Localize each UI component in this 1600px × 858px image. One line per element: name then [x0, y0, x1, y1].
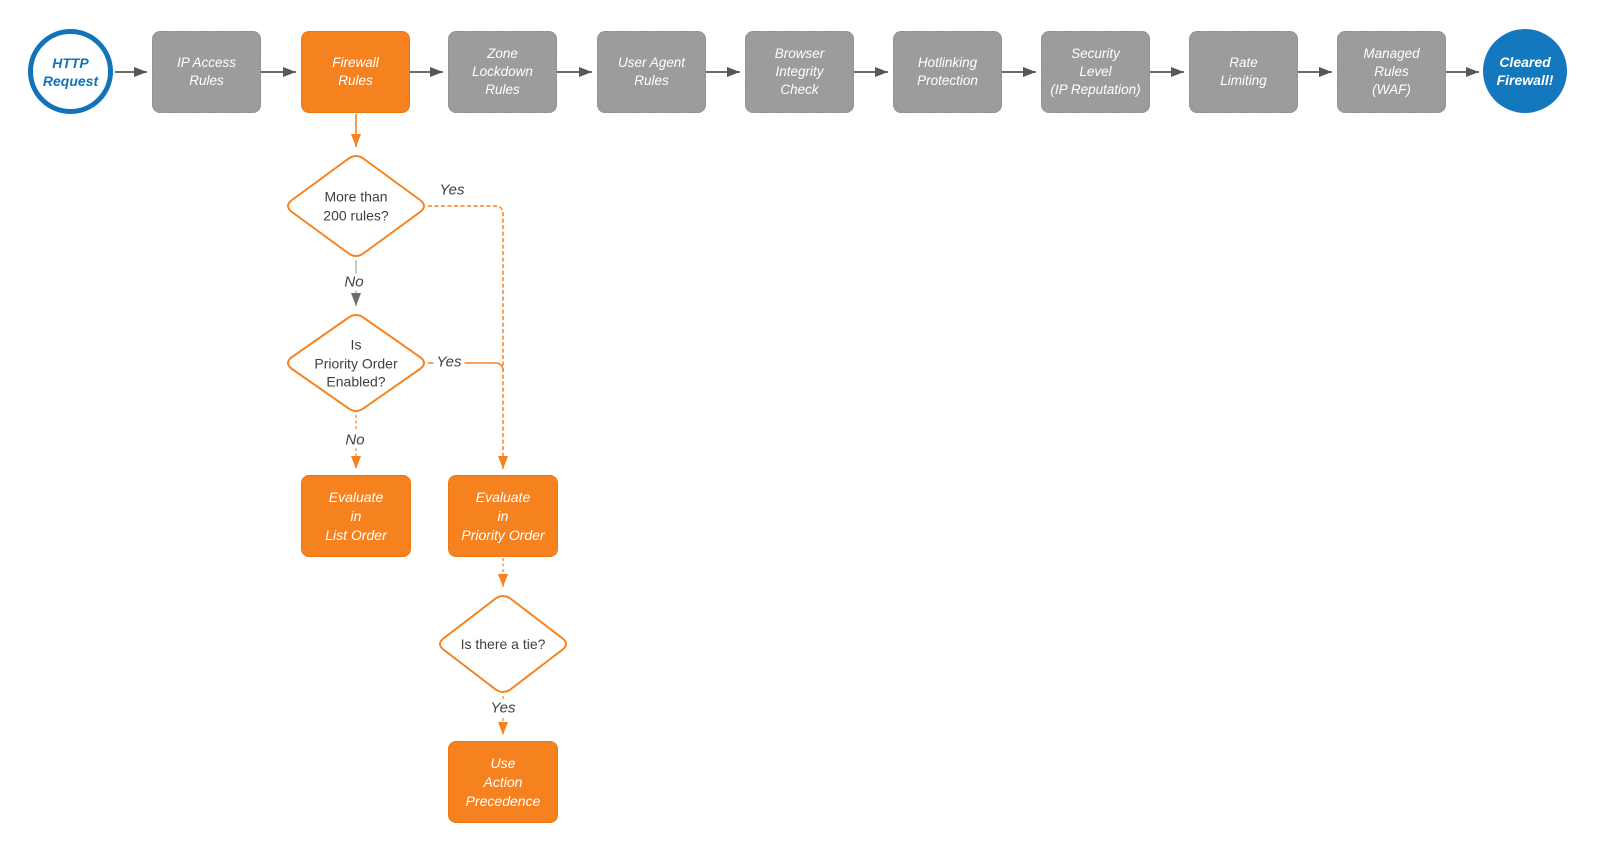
node-browser-integrity-check: Browser Integrity Check	[745, 31, 854, 113]
decision-diamonds	[287, 155, 567, 693]
node-evaluate-in-priority-order: Evaluate in Priority Order	[448, 475, 558, 557]
decision-priority-order-enabled-shape	[287, 314, 425, 412]
node-ip-access-rules: IP Access Rules	[152, 31, 261, 113]
decision-more-than-200-rules-shape	[287, 155, 425, 257]
node-hotlinking-protection: Hotlinking Protection	[893, 31, 1002, 113]
decision-is-there-a-tie: Is there a tie?	[460, 635, 546, 652]
edge-label-tie-yes: Yes	[487, 699, 519, 717]
node-security-level: Security Level (IP Reputation)	[1041, 31, 1150, 113]
node-rate-limiting: Rate Limiting	[1189, 31, 1298, 113]
node-use-action-precedence: Use Action Precedence	[448, 741, 558, 823]
node-cleared-firewall: Cleared Firewall!	[1483, 29, 1567, 113]
edge-decision1-yes-to-priority-order	[428, 205, 508, 469]
decision-priority-order-enabled: Is Priority Order Enabled?	[314, 336, 398, 390]
node-user-agent-rules: User Agent Rules	[597, 31, 706, 113]
edge-label-priority-enabled-yes: Yes	[433, 353, 465, 371]
node-managed-rules-waf: Managed Rules (WAF)	[1337, 31, 1446, 113]
edge-decision2-yes-merge	[428, 362, 504, 372]
edge-label-more-rules-yes: Yes	[436, 181, 468, 199]
edge-label-more-rules-no: No	[341, 273, 367, 291]
edge-label-priority-enabled-no: No	[342, 431, 368, 449]
decision-is-there-a-tie-shape	[439, 595, 567, 693]
node-evaluate-in-list-order: Evaluate in List Order	[301, 475, 411, 557]
node-firewall-rules: Firewall Rules	[301, 31, 410, 113]
node-http-request: HTTP Request	[28, 29, 113, 114]
node-zone-lockdown-rules: Zone Lockdown Rules	[448, 31, 557, 113]
decision-more-than-200-rules: More than 200 rules?	[323, 188, 389, 224]
